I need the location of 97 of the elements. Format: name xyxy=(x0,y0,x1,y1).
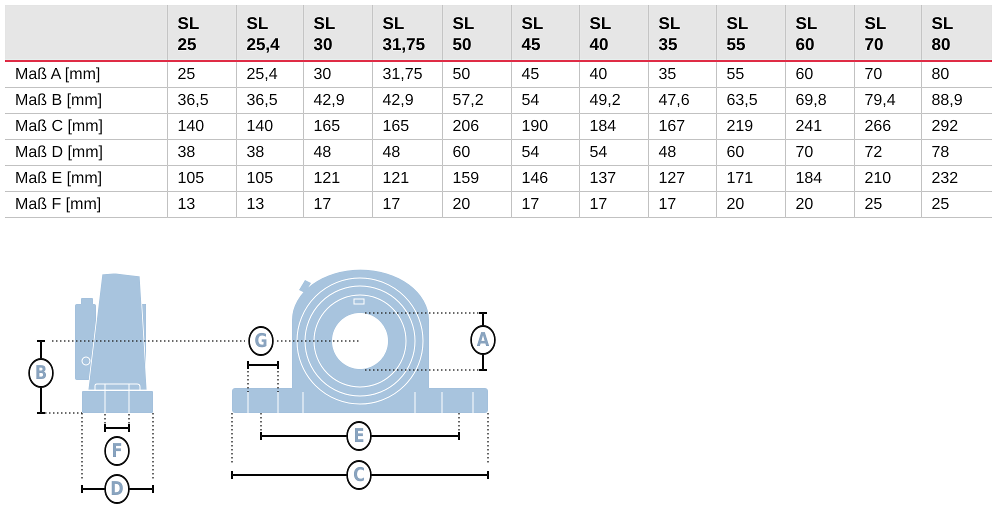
table-cell: 17 xyxy=(372,192,442,218)
table-cell: 219 xyxy=(716,114,785,140)
table-cell: 78 xyxy=(921,140,992,166)
table-cell: 55 xyxy=(716,61,785,88)
table-cell: 36,5 xyxy=(167,88,236,114)
table-cell: 50 xyxy=(442,61,511,88)
table-cell: 17 xyxy=(303,192,372,218)
table-cell: 20 xyxy=(442,192,511,218)
table-cell: 17 xyxy=(511,192,579,218)
column-header: SL 25 xyxy=(167,5,236,61)
column-header: SL 45 xyxy=(511,5,579,61)
table-cell: 57,2 xyxy=(442,88,511,114)
row-header: Maß B [mm] xyxy=(5,88,167,114)
table-cell: 60 xyxy=(442,140,511,166)
dimension-callout: C xyxy=(346,460,372,490)
table-cell: 70 xyxy=(854,61,921,88)
table-cell: 70 xyxy=(785,140,854,166)
table-cell: 60 xyxy=(785,61,854,88)
dimension-callout: E xyxy=(346,421,372,451)
table-cell: 165 xyxy=(303,114,372,140)
dimension-callout: F xyxy=(104,436,130,466)
table-cell: 105 xyxy=(236,166,303,192)
table-cell: 80 xyxy=(921,61,992,88)
column-header: SL 40 xyxy=(579,5,648,61)
row-header: Maß C [mm] xyxy=(5,114,167,140)
table-cell: 69,8 xyxy=(785,88,854,114)
table-cell: 167 xyxy=(648,114,716,140)
table-cell: 54 xyxy=(511,140,579,166)
row-header: Maß A [mm] xyxy=(5,61,167,88)
column-header: SL 80 xyxy=(921,5,992,61)
table-cell: 210 xyxy=(854,166,921,192)
table-cell: 20 xyxy=(785,192,854,218)
table-cell: 140 xyxy=(167,114,236,140)
table-cell: 121 xyxy=(372,166,442,192)
row-header: Maß D [mm] xyxy=(5,140,167,166)
row-header: Maß F [mm] xyxy=(5,192,167,218)
column-header: SL 70 xyxy=(854,5,921,61)
column-header: SL 31,75 xyxy=(372,5,442,61)
table-cell: 25,4 xyxy=(236,61,303,88)
table-cell: 30 xyxy=(303,61,372,88)
dimension-callout: D xyxy=(104,474,130,504)
table-cell: 13 xyxy=(167,192,236,218)
dimension-callout: B xyxy=(28,358,54,388)
column-header: SL 55 xyxy=(716,5,785,61)
table-cell: 79,4 xyxy=(854,88,921,114)
table-cell: 184 xyxy=(785,166,854,192)
table-cell: 48 xyxy=(372,140,442,166)
table-cell: 60 xyxy=(716,140,785,166)
table-cell: 54 xyxy=(511,88,579,114)
table-cell: 206 xyxy=(442,114,511,140)
table-cell: 35 xyxy=(648,61,716,88)
table-cell: 20 xyxy=(716,192,785,218)
table-cell: 48 xyxy=(648,140,716,166)
table-cell: 190 xyxy=(511,114,579,140)
table-cell: 48 xyxy=(303,140,372,166)
table-cell: 140 xyxy=(236,114,303,140)
table-cell: 146 xyxy=(511,166,579,192)
table-cell: 38 xyxy=(167,140,236,166)
table-cell: 13 xyxy=(236,192,303,218)
row-header: Maß E [mm] xyxy=(5,166,167,192)
table-cell: 232 xyxy=(921,166,992,192)
table-cell: 36,5 xyxy=(236,88,303,114)
table-cell: 25 xyxy=(854,192,921,218)
table-cell: 127 xyxy=(648,166,716,192)
table-cell: 47,6 xyxy=(648,88,716,114)
table-cell: 31,75 xyxy=(372,61,442,88)
dimension-callout: G xyxy=(248,326,274,356)
dimension-callout: A xyxy=(470,325,496,355)
table-cell: 184 xyxy=(579,114,648,140)
column-header: SL 25,4 xyxy=(236,5,303,61)
table-cell: 25 xyxy=(167,61,236,88)
table-cell: 17 xyxy=(579,192,648,218)
table-cell: 105 xyxy=(167,166,236,192)
table-cell: 292 xyxy=(921,114,992,140)
table-cell: 54 xyxy=(579,140,648,166)
column-header: SL 50 xyxy=(442,5,511,61)
table-cell: 25 xyxy=(921,192,992,218)
table-cell: 171 xyxy=(716,166,785,192)
table-cell: 165 xyxy=(372,114,442,140)
table-cell: 49,2 xyxy=(579,88,648,114)
table-cell: 159 xyxy=(442,166,511,192)
table-cell: 42,9 xyxy=(303,88,372,114)
table-cell: 17 xyxy=(648,192,716,218)
table-cell: 266 xyxy=(854,114,921,140)
column-header: SL 60 xyxy=(785,5,854,61)
table-cell: 72 xyxy=(854,140,921,166)
table-cell: 241 xyxy=(785,114,854,140)
table-cell: 88,9 xyxy=(921,88,992,114)
column-header: SL 35 xyxy=(648,5,716,61)
table-cell: 38 xyxy=(236,140,303,166)
table-cell: 40 xyxy=(579,61,648,88)
table-cell: 121 xyxy=(303,166,372,192)
table-cell: 45 xyxy=(511,61,579,88)
table-cell: 63,5 xyxy=(716,88,785,114)
table-cell: 42,9 xyxy=(372,88,442,114)
table-cell: 137 xyxy=(579,166,648,192)
column-header: SL 30 xyxy=(303,5,372,61)
